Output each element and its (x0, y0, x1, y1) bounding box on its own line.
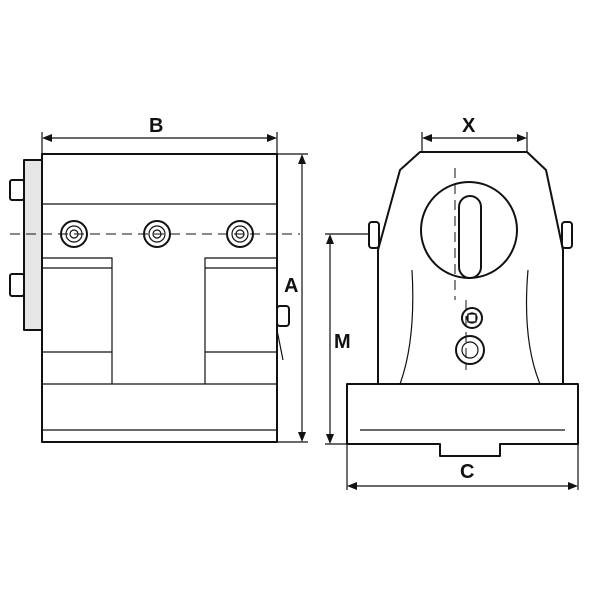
dimension-c-label: C (460, 461, 474, 483)
side-view-main-body (41, 153, 278, 443)
side-view-bolt-head-bottom (9, 273, 25, 297)
front-view-base (346, 383, 579, 457)
front-view-pin-right (561, 221, 573, 249)
front-view-hole (455, 335, 485, 365)
front-view-upright (377, 151, 564, 384)
front-view-slot (458, 195, 482, 279)
dimension-a: A (277, 153, 308, 443)
side-view (9, 153, 300, 443)
front-view (325, 151, 579, 457)
dimension-c: C (346, 444, 579, 490)
dimension-x-label: X (462, 115, 476, 137)
dimension-b: B (41, 115, 278, 154)
front-view-pin-left (368, 221, 380, 249)
dimension-a-label: A (284, 275, 298, 297)
side-view-bolt-head-top (9, 179, 25, 201)
dimension-b-label: B (149, 115, 163, 137)
side-view-knob (276, 305, 290, 327)
dimension-x: X (421, 115, 528, 152)
dimension-m: M (325, 233, 370, 445)
front-view-set-screw (461, 307, 483, 329)
dimension-m-label: M (334, 331, 351, 353)
side-view-back-plate (23, 159, 43, 331)
